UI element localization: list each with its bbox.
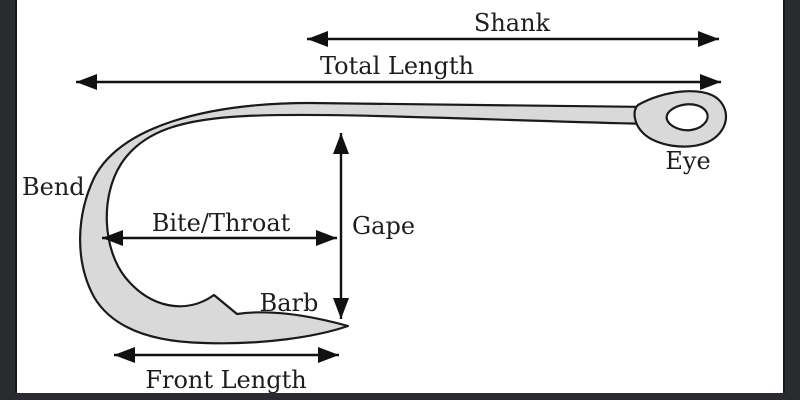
bite-throat-label: Bite/Throat	[152, 209, 291, 237]
hook-eye-loop	[633, 90, 728, 148]
total-length-label: Total Length	[320, 52, 474, 80]
letterbox-left-bar	[0, 0, 17, 400]
front-length-label: Front Length	[145, 366, 306, 394]
letterbox-bottom-bar	[0, 393, 800, 400]
hook-body	[79, 101, 652, 345]
letterbox-right-bar	[783, 0, 800, 400]
shank-label: Shank	[474, 9, 551, 37]
eye-label: Eye	[665, 147, 710, 175]
gape-label: Gape	[352, 212, 415, 240]
barb-label: Barb	[260, 289, 319, 317]
bend-label: Bend	[22, 173, 85, 201]
